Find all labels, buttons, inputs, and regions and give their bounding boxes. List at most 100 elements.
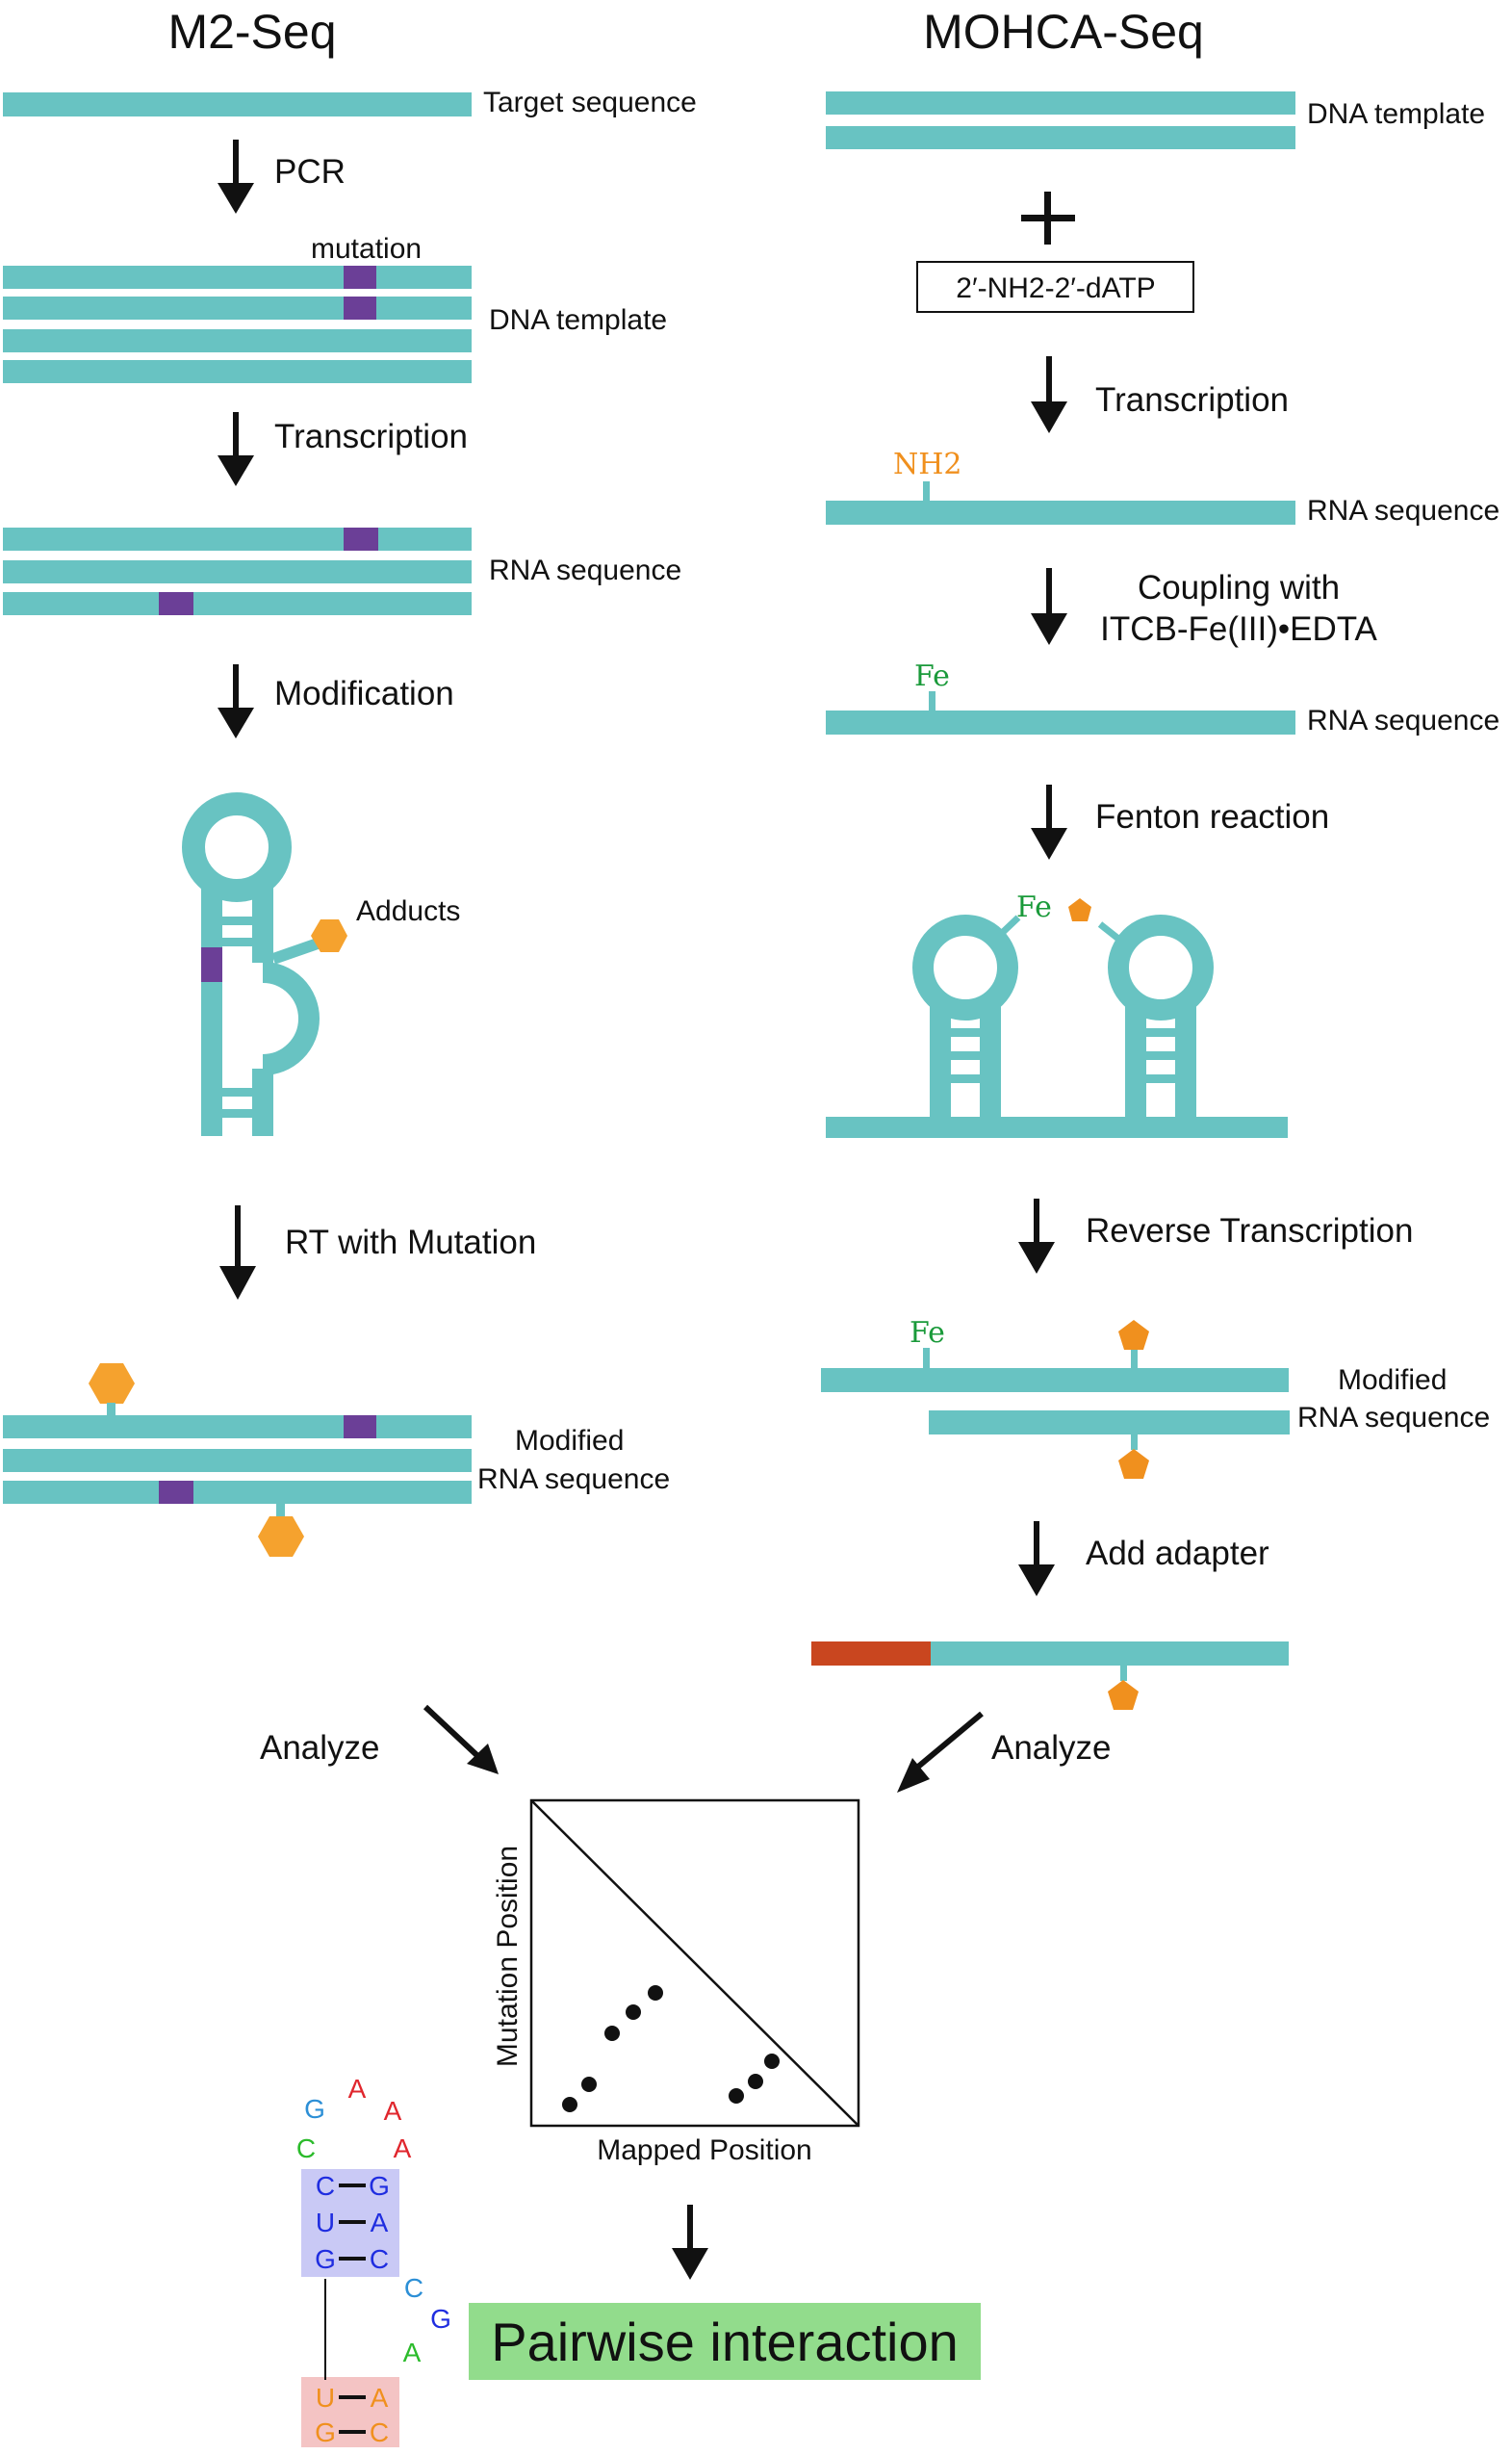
result-arrow	[672, 2205, 708, 2280]
cleavage-marker	[1108, 1680, 1139, 1710]
linker-nucleotide: C	[404, 2273, 423, 2303]
adduct-marker	[311, 919, 347, 952]
reverse-transcription-label: Reverse Transcription	[1086, 1212, 1413, 1250]
reverse-transcription-arrow	[1018, 1199, 1055, 1274]
plot-point	[648, 1985, 663, 2001]
modification-label: Modification	[274, 675, 454, 712]
loop-nucleotide: A	[348, 2074, 367, 2104]
loop-nucleotide: G	[304, 2094, 325, 2124]
adapter-segment	[811, 1641, 931, 1666]
fenton-arrow	[1031, 785, 1067, 860]
m2seq-modified-rna	[3, 1363, 472, 1557]
plot-points	[562, 1985, 780, 2112]
mutation-mark	[159, 592, 193, 615]
coupling-label-line2: ITCB-Fe(III)•EDTA	[1100, 610, 1377, 648]
pcr-label: PCR	[274, 153, 346, 191]
fe-label-1: Fe	[914, 659, 950, 693]
stem-nucleotide-left: U	[316, 2208, 335, 2237]
linker-nucleotide: A	[403, 2338, 422, 2367]
mohcaseq-modified-rna	[821, 1320, 1290, 1479]
mohcaseq-rna-sequence-2-label: RNA sequence	[1307, 705, 1499, 736]
nucleotide-hairpin: G A A C A C G U A G C C G A U A G C	[296, 2074, 451, 2447]
m2seq-transcription-arrow	[218, 412, 254, 486]
mohcaseq-rna-sequence-1-label: RNA sequence	[1307, 495, 1499, 527]
stem-nucleotide-right: C	[370, 2417, 389, 2447]
plot-point	[604, 2026, 620, 2041]
reagent-label: 2′-NH2-2′-dATP	[956, 272, 1155, 304]
m2seq-modified-rna-label: RNA sequence	[477, 1463, 670, 1495]
cleavage-marker	[1068, 898, 1091, 921]
add-adapter-arrow	[1018, 1521, 1055, 1596]
pairwise-interaction-label: Pairwise interaction	[491, 2312, 959, 2372]
mutation-mark	[159, 1481, 193, 1504]
stem-nucleotide-right: A	[371, 2383, 389, 2413]
m2seq-title: M2-Seq	[167, 5, 336, 59]
stem-nucleotide-left: G	[315, 2417, 336, 2447]
mohcaseq-title: MOHCA-Seq	[923, 5, 1204, 59]
coupling-label-line1: Coupling with	[1138, 569, 1340, 607]
fenton-label: Fenton reaction	[1095, 798, 1329, 836]
stem-nucleotide-right: A	[371, 2208, 389, 2237]
m2seq-rna-sequence-label: RNA sequence	[489, 555, 681, 586]
mohcaseq-modified-label: Modified	[1338, 1364, 1447, 1396]
plot-point	[748, 2074, 763, 2089]
cleavage-marker	[1118, 1320, 1149, 1350]
modification-arrow	[218, 664, 254, 738]
loop-nucleotide: A	[384, 2096, 402, 2126]
mohcaseq-transcription-arrow	[1031, 356, 1067, 433]
mohcaseq-dna-template	[826, 91, 1295, 149]
mutation-mark	[201, 947, 222, 982]
plot-point	[764, 2054, 780, 2069]
mutation-mark	[344, 297, 376, 320]
m2seq-modified-label: Modified	[515, 1425, 624, 1457]
coupling-arrow	[1031, 568, 1067, 645]
plot-point	[729, 2088, 744, 2104]
stem-nucleotide-left: U	[316, 2383, 335, 2413]
mohcaseq-rna-nh2	[826, 481, 1295, 525]
add-adapter-label: Add adapter	[1086, 1535, 1269, 1572]
m2seq-dna-template-label: DNA template	[489, 304, 667, 336]
rt-mutation-label: RT with Mutation	[285, 1224, 536, 1261]
fe-label-3: Fe	[910, 1316, 945, 1350]
stem-nucleotide-right: G	[369, 2171, 390, 2201]
plot-point	[562, 2097, 577, 2112]
linker-nucleotide: G	[430, 2304, 451, 2334]
adduct-marker	[258, 1516, 304, 1557]
mutation-mark	[344, 1415, 376, 1438]
pairwise-interaction-box	[469, 2303, 981, 2380]
adapter-strand	[811, 1641, 1289, 1710]
contact-map-plot: Mapped Position Mutation Position	[492, 1798, 860, 2166]
m2seq-analyze-arrow	[423, 1704, 499, 1774]
stem-nucleotide-right: C	[370, 2244, 389, 2274]
m2seq-transcription-label: Transcription	[274, 418, 468, 455]
plus-icon	[1021, 192, 1075, 245]
stem-nucleotide-left: G	[315, 2244, 336, 2274]
plot-point	[581, 2077, 597, 2092]
nh2-label: NH2	[893, 448, 962, 481]
cleavage-marker	[1118, 1449, 1149, 1479]
m2seq-dna-template	[3, 266, 472, 383]
m2seq-rna-strands	[3, 528, 472, 615]
mohcaseq-rna-fe	[826, 691, 1295, 735]
pcr-arrow	[218, 140, 254, 214]
mutation-label: mutation	[311, 233, 422, 265]
plot-diagonal	[530, 1799, 859, 2127]
fenton-hairpins	[826, 898, 1288, 1138]
fe-label-2: Fe	[1016, 891, 1052, 924]
mohcaseq-transcription-label: Transcription	[1095, 381, 1289, 419]
plot-xlabel: Mapped Position	[597, 2134, 811, 2166]
loop-nucleotide: C	[296, 2133, 316, 2163]
plot-point	[626, 2004, 641, 2020]
reagent-box	[916, 261, 1194, 313]
mohcaseq-analyze-arrow	[897, 1711, 984, 1793]
mohcaseq-dna-template-label: DNA template	[1307, 98, 1485, 130]
m2seq-hairpin	[182, 792, 347, 1136]
target-sequence-strand	[3, 92, 472, 116]
mutation-mark	[344, 266, 376, 289]
rt-mutation-arrow	[219, 1205, 256, 1300]
stem-nucleotide-left: C	[316, 2171, 335, 2201]
adduct-marker	[89, 1363, 135, 1404]
mutation-mark	[344, 528, 378, 551]
mohcaseq-modified-rna-label: RNA sequence	[1297, 1402, 1490, 1434]
